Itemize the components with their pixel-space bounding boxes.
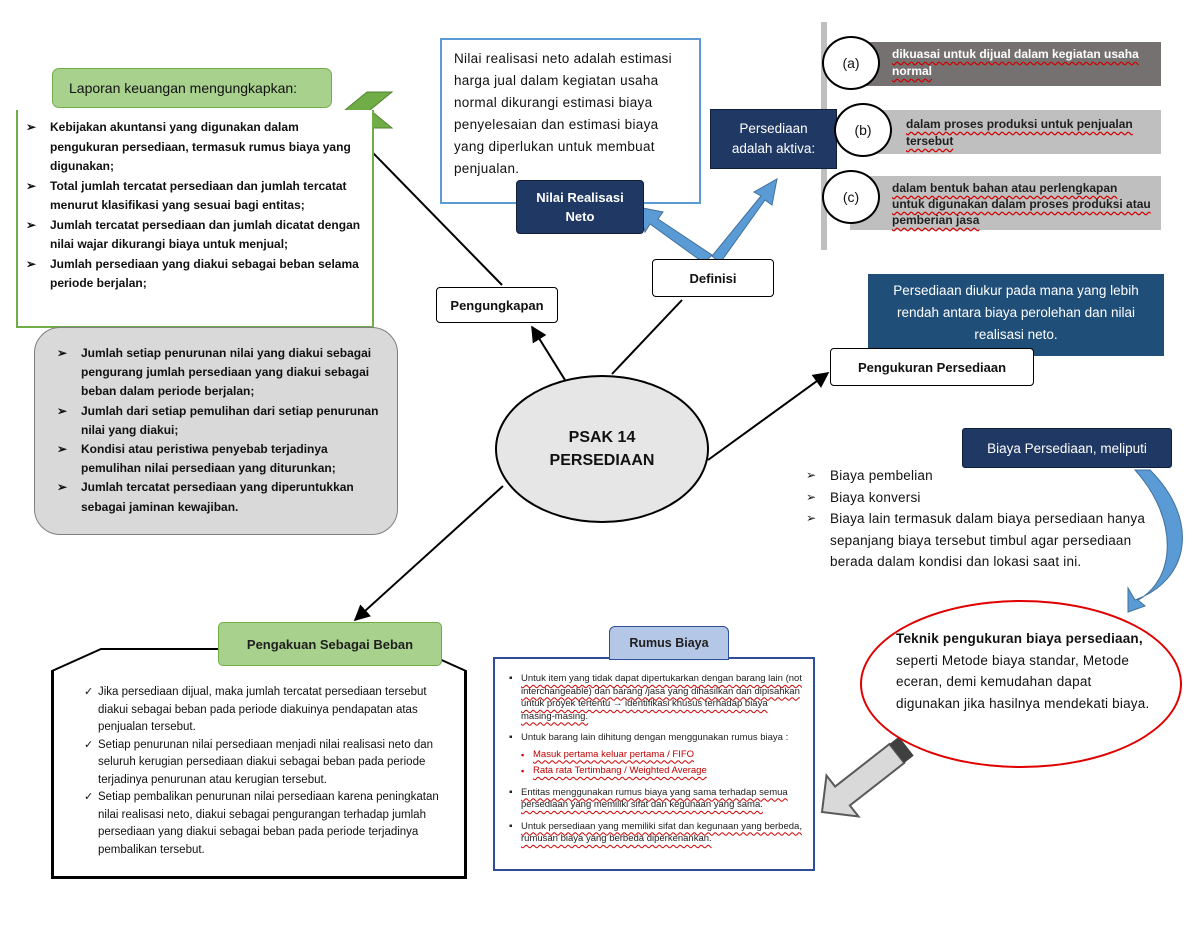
laporan-header-text: Laporan keuangan mengungkapkan:	[69, 80, 298, 96]
option-b-bar: dalam proses produksi untuk penjualan te…	[850, 110, 1161, 154]
pengungkapan-label: Pengungkapan	[450, 297, 544, 313]
option-a-circle: (a)	[822, 36, 880, 90]
beban-label: Pengakuan Sebagai Beban	[246, 636, 414, 652]
center-title-line2: PERSEDIAAN	[549, 452, 655, 469]
pengungkapan-gray-list: Jumlah setiap penurunan nilai yang diaku…	[57, 344, 383, 517]
center-title-line1: PSAK 14	[568, 429, 636, 446]
laporan-list: Kebijakan akuntansi yang digunakan dalam…	[26, 118, 362, 294]
rumus-node: Rumus Biaya	[609, 626, 729, 660]
biaya-list: Biaya pembelian Biaya konversi Biaya lai…	[806, 465, 1174, 573]
biaya-header: Biaya Persediaan, meliputi	[962, 428, 1172, 468]
blue-arrow-nrn	[637, 206, 713, 264]
beban-node: Pengakuan Sebagai Beban	[218, 622, 442, 666]
list-item: Jumlah persediaan yang diakui sebagai be…	[26, 255, 362, 294]
link-definisi	[611, 299, 683, 375]
pengungkapan-node: Pengungkapan	[436, 287, 558, 323]
pengungkapan-gray-box: Jumlah setiap penurunan nilai yang diaku…	[34, 327, 398, 535]
beban-box: Jika persediaan dijual, maka jumlah terc…	[52, 648, 466, 878]
list-item: Jumlah setiap penurunan nilai yang diaku…	[57, 344, 383, 402]
pengukuran-node: Pengukuran Persediaan	[830, 348, 1034, 386]
link-beban	[353, 485, 504, 622]
list-item: Untuk item yang tidak dapat dipertukarka…	[507, 673, 803, 723]
option-b-text: dalam proses produksi untuk penjualan te…	[906, 117, 1133, 148]
list-item: Setiap penurunan nilai persediaan menjad…	[84, 737, 446, 790]
option-b-letter: (b)	[854, 122, 872, 138]
teknik-ellipse: Teknik pengukuran biaya persediaan, sepe…	[860, 600, 1182, 768]
list-item: Biaya pembelian	[806, 465, 1174, 487]
list-item: Jika persediaan dijual, maka jumlah terc…	[84, 684, 446, 737]
definisi-label: Definisi	[689, 270, 737, 286]
blue-arrow-aktiva	[711, 178, 778, 264]
rumus-label: Rumus Biaya	[629, 636, 709, 650]
list-item: Jumlah dari setiap pemulihan dari setiap…	[57, 402, 383, 440]
teknik-rest: seperti Metode biaya standar, Metode ece…	[896, 652, 1150, 711]
list-item: Untuk barang lain dihitung dengan menggu…	[507, 732, 803, 778]
option-b-circle: (b)	[834, 103, 892, 157]
gray-block-arrow	[820, 736, 914, 818]
biaya-header-text: Biaya Persediaan, meliputi	[987, 440, 1147, 456]
measure-text-box: Persediaan diukur pada mana yang lebih r…	[868, 274, 1164, 356]
rumus-box: Untuk item yang tidak dapat dipertukarka…	[493, 657, 815, 871]
option-a-text: dikuasai untuk dijual dalam kegiatan usa…	[892, 47, 1139, 78]
biaya-list-box: Biaya pembelian Biaya konversi Biaya lai…	[806, 465, 1174, 577]
list-item: Entitas menggunakan rumus biaya yang sam…	[507, 787, 803, 812]
list-item: Untuk persediaan yang memiliki sifat dan…	[507, 821, 803, 846]
option-a-letter: (a)	[842, 55, 860, 71]
teknik-bold: Teknik pengukuran biaya persediaan,	[896, 631, 1143, 646]
definisi-node: Definisi	[652, 259, 774, 297]
beban-list: Jika persediaan dijual, maka jumlah terc…	[84, 684, 446, 859]
laporan-list-box: Kebijakan akuntansi yang digunakan dalam…	[16, 110, 374, 328]
option-c-circle: (c)	[822, 170, 880, 224]
nrn-label: Nilai Realisasi Neto	[536, 190, 624, 224]
list-item: Total jumlah tercatat persediaan dan jum…	[26, 177, 362, 216]
option-c-text: dalam bentuk bahan atau perlengkapan unt…	[892, 181, 1151, 227]
list-item: Jumlah tercatat persediaan dan jumlah di…	[26, 216, 362, 255]
list-item: Setiap pembalikan penurunan nilai persed…	[84, 789, 446, 859]
list-item: Jumlah tercatat persediaan yang diperunt…	[57, 478, 383, 516]
nrn-definition-text: Nilai realisasi neto adalah estimasi har…	[454, 51, 672, 176]
list-item: Kebijakan akuntansi yang digunakan dalam…	[26, 118, 362, 177]
list-item: Masuk pertama keluar pertama / FIFO	[521, 749, 803, 762]
nrn-node: Nilai Realisasi Neto	[516, 180, 644, 234]
aktiva-node: Persediaan adalah aktiva:	[710, 109, 837, 169]
option-c-letter: (c)	[842, 189, 860, 205]
laporan-header: Laporan keuangan mengungkapkan:	[52, 68, 332, 108]
list-item: Biaya lain termasuk dalam biaya persedia…	[806, 508, 1174, 573]
list-item: Biaya konversi	[806, 487, 1174, 509]
pengukuran-label: Pengukuran Persediaan	[857, 359, 1007, 375]
rumus-sublist: Masuk pertama keluar pertama / FIFO Rata…	[521, 749, 803, 778]
link-pengungkapan	[531, 325, 571, 389]
link-pengukuran	[707, 372, 830, 461]
option-c-bar: dalam bentuk bahan atau perlengkapan unt…	[850, 176, 1161, 230]
list-item: Rata rata Tertimbang / Weighted Average	[521, 765, 803, 778]
aktiva-label: Persediaan adalah aktiva:	[731, 121, 816, 156]
list-item: Kondisi atau peristiwa penyebab terjadin…	[57, 440, 383, 478]
rumus-list: Untuk item yang tidak dapat dipertukarka…	[507, 673, 803, 846]
nrn-definition-box: Nilai realisasi neto adalah estimasi har…	[440, 38, 701, 204]
option-a-bar: dikuasai untuk dijual dalam kegiatan usa…	[850, 42, 1161, 86]
measure-text: Persediaan diukur pada mana yang lebih r…	[893, 283, 1139, 342]
center-ellipse: PSAK 14 PERSEDIAAN	[495, 375, 709, 523]
